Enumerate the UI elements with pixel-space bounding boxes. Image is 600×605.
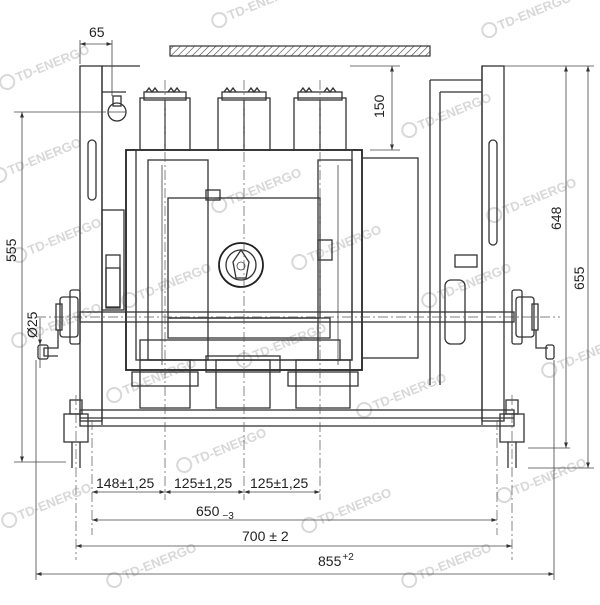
watermark: TD-ENERGO [401,90,493,139]
watermark: TD-ENERGO [486,175,579,224]
pole-centerlines [91,80,498,535]
bottom-terminals [131,355,359,409]
dim-pitch-125-b: 125±1,25 [250,475,309,491]
watermark: TD-ENERGO [291,222,384,271]
dim-648: 648 [548,206,564,230]
watermark: TD-ENERGO [401,540,493,589]
watermark: TD-ENERGO [0,42,91,91]
dim-150: 150 [371,94,387,118]
dim-555: 555 [3,238,19,262]
dim-65: 65 [89,24,105,40]
left-top-bracket [102,65,140,122]
svg-text:TD-ENERGO: TD-ENERGO [6,135,84,178]
watermark: TD-ENERGO [106,355,198,404]
watermark: TD-ENERGO [0,135,83,184]
svg-text:TD-ENERGO: TD-ENERGO [226,0,304,23]
right-handwheel [511,289,555,360]
left-handwheel [37,289,81,360]
svg-text:TD-ENERGO: TD-ENERGO [496,0,574,33]
svg-text:TD-ENERGO: TD-ENERGO [316,485,394,528]
svg-text:TD-ENERGO: TD-ENERGO [26,215,104,258]
dim-diameter-25: Ø25 [24,311,40,338]
svg-text:TD-ENERGO: TD-ENERGO [136,260,214,303]
watermark: TD-ENERGO [11,215,104,264]
watermark: TD-ENERGO [211,165,304,214]
svg-text:TD-ENERGO: TD-ENERGO [556,330,600,373]
watermark: TD-ENERGO [106,540,198,589]
watermark: TD-ENERGO [176,425,269,474]
top-terminals [139,86,347,151]
rotary-handle [218,242,264,288]
watermark: TD-ENERGO [1,480,94,529]
svg-text:TD-ENERGO: TD-ENERGO [191,425,269,468]
svg-text:TD-ENERGO: TD-ENERGO [306,222,384,265]
watermark: TD-ENERGO [236,320,328,369]
watermark-layer: TD-ENERGO TD-ENERGO TD-ENERGO TD-ENERGO … [0,0,600,589]
svg-text:TD-ENERGO: TD-ENERGO [371,370,449,413]
watermark: TD-ENERGO [121,260,214,309]
watermark: TD-ENERGO [481,0,574,39]
svg-text:TD-ENERGO: TD-ENERGO [511,455,589,498]
right-frame [429,65,505,425]
watermark: TD-ENERGO [356,370,449,419]
right-foot-bolt [499,395,525,560]
svg-text:TD-ENERGO: TD-ENERGO [226,165,304,208]
dim-855: 855+2 [318,552,354,569]
dim-650: 650−3 [196,503,234,522]
dim-700: 700 ± 2 [242,528,289,544]
base-rail [79,409,515,427]
svg-text:TD-ENERGO: TD-ENERGO [16,480,94,523]
hatched-ground-bar [169,45,431,57]
dim-pitch-148: 148±1,25 [96,475,155,491]
svg-text:TD-ENERGO: TD-ENERGO [501,175,579,218]
left-foot-bolt [63,395,89,560]
dim-pitch-125-a: 125±1,25 [174,475,233,491]
watermark: TD-ENERGO [211,0,304,29]
watermark: TD-ENERGO [496,455,589,504]
watermark: TD-ENERGO [541,330,600,379]
dimensions: 65 150 555 Ø25 648 655 148±1,25 125±1,25… [3,24,594,580]
dim-655: 655 [571,266,587,290]
left-frame [79,65,125,425]
